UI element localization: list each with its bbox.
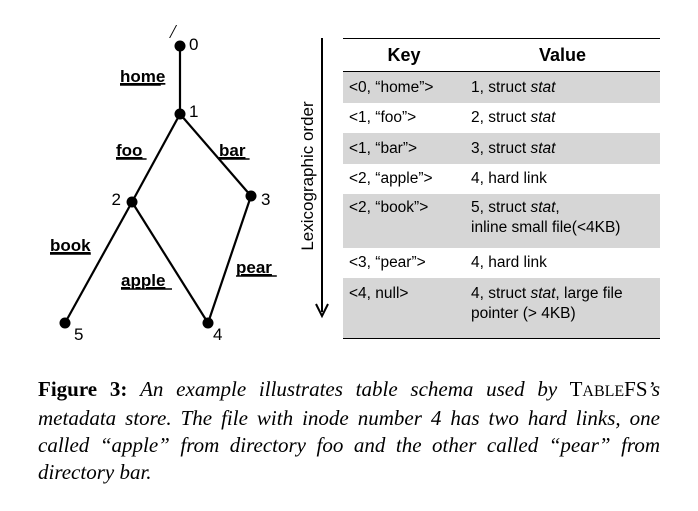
row-key: <1, “foo”>: [349, 109, 417, 126]
value-text: 4, hard link: [471, 254, 547, 271]
row-key: <0, “home”>: [343, 71, 465, 103]
row-value: 4, hard link: [465, 164, 660, 194]
tree-edge-pear: [206, 195, 253, 324]
node-label-2: 2: [112, 190, 121, 209]
tree-node-4: [202, 317, 214, 329]
root-symbol: /: [169, 21, 178, 43]
table-row: <4, null> 4, struct stat, large file point…: [343, 278, 660, 339]
tree-edge-apple: [131, 201, 209, 324]
lexicographic-order-axis: Lexicographic order: [298, 38, 329, 319]
value-column-header: Value: [465, 38, 660, 72]
tree-edge-bar: [179, 113, 252, 197]
caption-text-before: An example illustrates table schema used…: [140, 377, 558, 401]
system-name-initial: T: [569, 377, 583, 401]
tree-node-0: [174, 40, 186, 52]
row-value: 5, struct stat, inline small file(<4KB): [465, 194, 660, 248]
value-text: 4, hard link: [471, 170, 547, 187]
value-italic: stat: [530, 109, 556, 126]
table-row: <1, “bar”>3, struct stat: [343, 133, 660, 164]
order-axis-label: Lexicographic order: [298, 101, 317, 251]
system-name-smallcaps: ABLE: [582, 383, 625, 400]
row-key: <1, “bar”>: [343, 133, 465, 164]
value-line2: pointer (> 4KB): [471, 305, 576, 322]
figure-label: Figure 3:: [38, 377, 128, 401]
row-key: <3, “pear”>: [349, 254, 426, 271]
value-text: 5, struct: [471, 199, 531, 216]
row-key: <2, “apple”>: [349, 170, 433, 187]
table-row: <0, “home”>1, struct stat: [343, 71, 660, 103]
row-value: 2, struct stat: [465, 103, 660, 133]
edge-label-apple: apple: [121, 271, 165, 290]
edge-label-pear: pear: [236, 258, 272, 277]
value-text: 2, struct: [471, 109, 531, 126]
node-label-3: 3: [261, 190, 270, 209]
tree-node-1: [174, 108, 186, 120]
table-row: <3, “pear”> 4, hard link: [343, 248, 660, 278]
value-italic: stat: [530, 199, 556, 216]
row-value: 4, struct stat, large file pointer (> 4KB…: [465, 278, 660, 339]
node-label-1: 1: [189, 102, 198, 121]
value-italic: stat: [530, 78, 556, 96]
edge-label-bar: bar: [219, 141, 246, 160]
value-rest: , large file: [555, 285, 623, 302]
tree-node-5: [59, 317, 71, 329]
figure-caption: Figure 3: An example illustrates table s…: [38, 376, 660, 486]
edge-label-home: home: [120, 67, 165, 86]
edge-label-book: book: [50, 236, 91, 255]
row-key: <4, null>: [343, 278, 465, 339]
node-label-5: 5: [74, 325, 83, 344]
caption-text-after: ’s metadata store. The file with inode n…: [38, 377, 660, 484]
table-header-row: Key Value: [343, 38, 660, 72]
table-row: <1, “foo”> 2, struct stat: [343, 103, 660, 133]
system-name-suffix: FS: [624, 377, 648, 401]
table-row: <2, “book”> 5, struct stat, inline small f…: [343, 194, 660, 248]
row-value: 1, struct stat: [465, 71, 660, 103]
directory-tree-diagram: home foo bar book apple pear 0 1 2 3 4 5 /: [50, 21, 277, 344]
value-text: 1, struct: [471, 78, 531, 96]
value-italic: stat: [530, 139, 556, 157]
edge-label-foo: foo: [116, 141, 142, 160]
key-column-header: Key: [343, 38, 465, 72]
row-value: 3, struct stat: [465, 133, 660, 164]
system-name: TABLEFS: [570, 377, 648, 401]
value-text: 3, struct: [471, 139, 531, 157]
row-key: <2, “book”>: [343, 194, 465, 248]
tree-node-2: [126, 196, 138, 208]
tree-node-3: [245, 190, 257, 202]
value-italic: stat: [530, 285, 556, 302]
metadata-schema-table: Key Value <0, “home”>1, struct stat<1, “…: [343, 38, 660, 339]
value-text: 4, struct: [471, 285, 531, 302]
value-rest: ,: [555, 199, 560, 216]
tree-edge-book: [64, 201, 133, 324]
value-line2: inline small file(<4KB): [471, 219, 621, 236]
tree-edge-foo: [131, 113, 181, 203]
table-row: <2, “apple”> 4, hard link: [343, 164, 660, 194]
node-label-0: 0: [189, 35, 198, 54]
order-axis-arrowhead: [315, 303, 329, 319]
row-value: 4, hard link: [465, 248, 660, 278]
node-label-4: 4: [213, 325, 222, 344]
